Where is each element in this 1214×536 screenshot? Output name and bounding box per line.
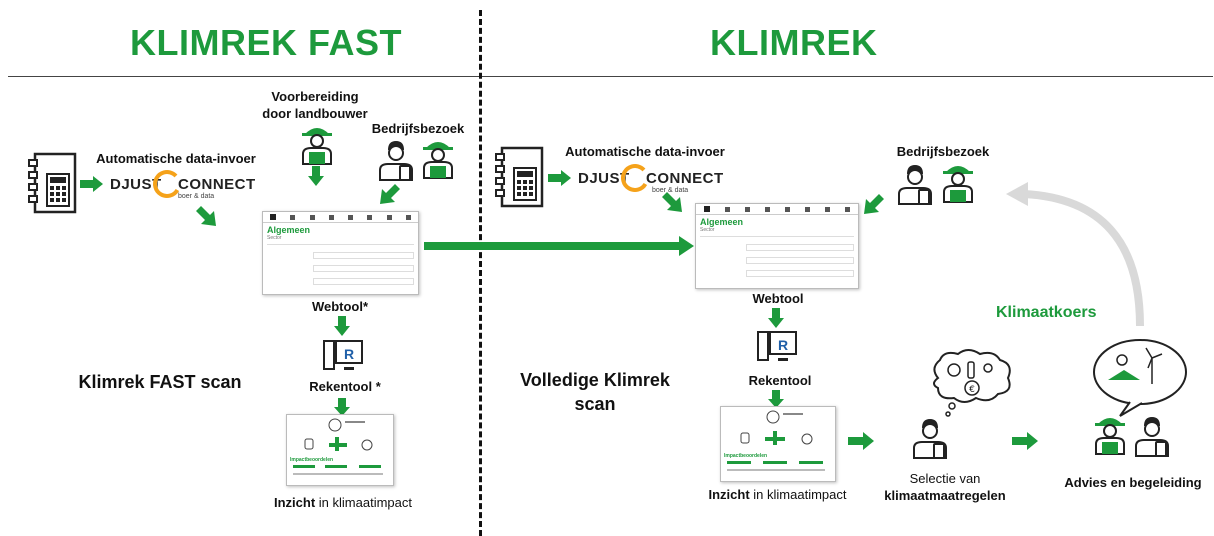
speech-bubble-icon [1093, 339, 1187, 417]
impact-card-heading: Impactbeoordelen [724, 453, 768, 459]
logo-tagline: boer & data [178, 193, 215, 200]
webtool-screenshot-left: Algemeen Sector [262, 211, 419, 295]
volledige-line2: scan [574, 394, 616, 414]
arrow-right-icon [848, 432, 874, 450]
auto-data-label-right: Automatische data-invoer [565, 144, 725, 159]
advisor-icon [379, 141, 413, 181]
impact-card-graphic [293, 418, 383, 475]
impact-card-heading: Impactbeoordelen [290, 457, 334, 463]
logo-prefix: D [578, 170, 590, 187]
bedrijfsbezoek-label-right: Bedrijfsbezoek [896, 144, 990, 159]
selectie-line2: klimaatmaatregelen [884, 488, 1006, 503]
advisor-icon [1135, 417, 1169, 457]
webtool-card-heading: Algemeen [700, 217, 744, 227]
logo-right-part: ONNECT [657, 170, 724, 187]
farmer-icon [1095, 418, 1125, 455]
voorbereiding-label: Voorbereiding door landbouwer [250, 88, 380, 122]
r-computer-icon: R [323, 340, 363, 370]
farmer-icon [423, 142, 453, 179]
webtool-card-heading: Algemeen [267, 225, 311, 235]
logo-tagline: boer & data [652, 187, 689, 194]
inzicht-right-bold: Inzicht [708, 487, 750, 502]
inzicht-label-right: Inzicht in klimaatimpact [690, 486, 865, 503]
impact-screenshot-left: Impactbeoordelen [286, 414, 394, 486]
svg-text:€: € [969, 385, 975, 395]
webtool-card-sub: Sector [267, 235, 282, 241]
title-klimrek: KLIMREK [710, 22, 878, 63]
rekentool-label-right: Rekentool [748, 373, 812, 388]
orange-ring-icon [621, 164, 649, 192]
auto-data-label-left: Automatische data-invoer [96, 151, 256, 166]
impact-card-graphic [727, 410, 825, 471]
windmill-icon [1145, 347, 1163, 369]
voorbereiding-line2: door landbouwer [262, 106, 368, 121]
thought-bubble-icon: € [933, 349, 1011, 417]
logo-left-part: JUST [589, 170, 630, 187]
arrow-down-right-icon [662, 192, 682, 212]
inzicht-label-left: Inzicht in klimaatimpact [258, 494, 428, 511]
calculator-binder-icon [28, 152, 77, 214]
webtool-card-sub: Sector [700, 227, 715, 233]
logo-just-text: DJUST [110, 176, 162, 193]
voorbereiding-line1: Voorbereiding [271, 89, 359, 104]
arrow-down-icon [768, 390, 784, 408]
volledige-scan-label: Volledige Klimrek scan [505, 368, 685, 416]
r-computer-icon: R [757, 331, 797, 361]
logo-ring-letter: C [178, 176, 190, 193]
selectie-line1: Selectie van [909, 471, 981, 486]
arrow-down-icon [308, 166, 324, 186]
arrow-right-icon [1012, 432, 1038, 450]
logo-right-part: ONNECT [189, 176, 256, 193]
volledige-line1: Volledige Klimrek [520, 370, 670, 390]
orange-ring-icon [153, 170, 181, 198]
arrow-down-left-icon [380, 184, 400, 204]
calculator-binder-icon [495, 146, 544, 208]
farmer-icon [302, 128, 332, 165]
inzicht-left-bold: Inzicht [274, 495, 316, 510]
logo-prefix: D [110, 176, 122, 193]
advies-label: Advies en begeleiding [1064, 475, 1202, 490]
arrow-down-icon [768, 308, 784, 328]
arrow-right-icon [548, 170, 571, 186]
arrow-down-left-icon [864, 194, 884, 214]
logo-ring-letter: C [646, 170, 658, 187]
webtool-label-right: Webtool [752, 291, 804, 306]
impact-screenshot-right: Impactbeoordelen [720, 406, 836, 482]
arrow-down-icon [334, 316, 350, 336]
inzicht-left-rest: in klimaatimpact [315, 495, 412, 510]
svg-text:R: R [778, 337, 788, 353]
curved-return-arrow-icon [1006, 182, 1144, 327]
title-klimrek-fast: KLIMREK FAST [130, 22, 402, 63]
webtool-screenshot-right: Algemeen Sector [695, 203, 859, 289]
section-divider-dashed [479, 10, 482, 536]
webtool-label-left: Webtool* [311, 299, 369, 314]
logo-connect-text: CONNECT [646, 170, 724, 187]
rekentool-label-left: Rekentool * [309, 379, 381, 394]
header-divider-line [8, 76, 1213, 77]
svg-text:R: R [344, 346, 354, 362]
fast-scan-label: Klimrek FAST scan [78, 372, 242, 392]
long-arrow-right-icon [424, 236, 694, 256]
advisor-icon [913, 419, 947, 459]
arrow-down-right-icon [196, 206, 216, 226]
inzicht-right-rest: in klimaatimpact [749, 487, 847, 502]
justconnect-logo-right: DJUST CONNECT boer & data [578, 162, 723, 196]
bedrijfsbezoek-label-left: Bedrijfsbezoek [371, 121, 465, 136]
klimaatkoers-label: Klimaatkoers [996, 304, 1097, 321]
justconnect-logo-left: DJUST CONNECT boer & data [110, 168, 255, 202]
advisor-icon [898, 165, 932, 205]
farmer-icon [943, 166, 973, 203]
arrow-down-icon [334, 398, 350, 416]
arrow-right-icon [80, 176, 103, 192]
selectie-label: Selectie van klimaatmaatregelen [870, 470, 1020, 504]
logo-left-part: JUST [121, 176, 162, 193]
sun-icon [1116, 354, 1128, 366]
logo-just-text: DJUST [578, 170, 630, 187]
logo-connect-text: CONNECT [178, 176, 256, 193]
